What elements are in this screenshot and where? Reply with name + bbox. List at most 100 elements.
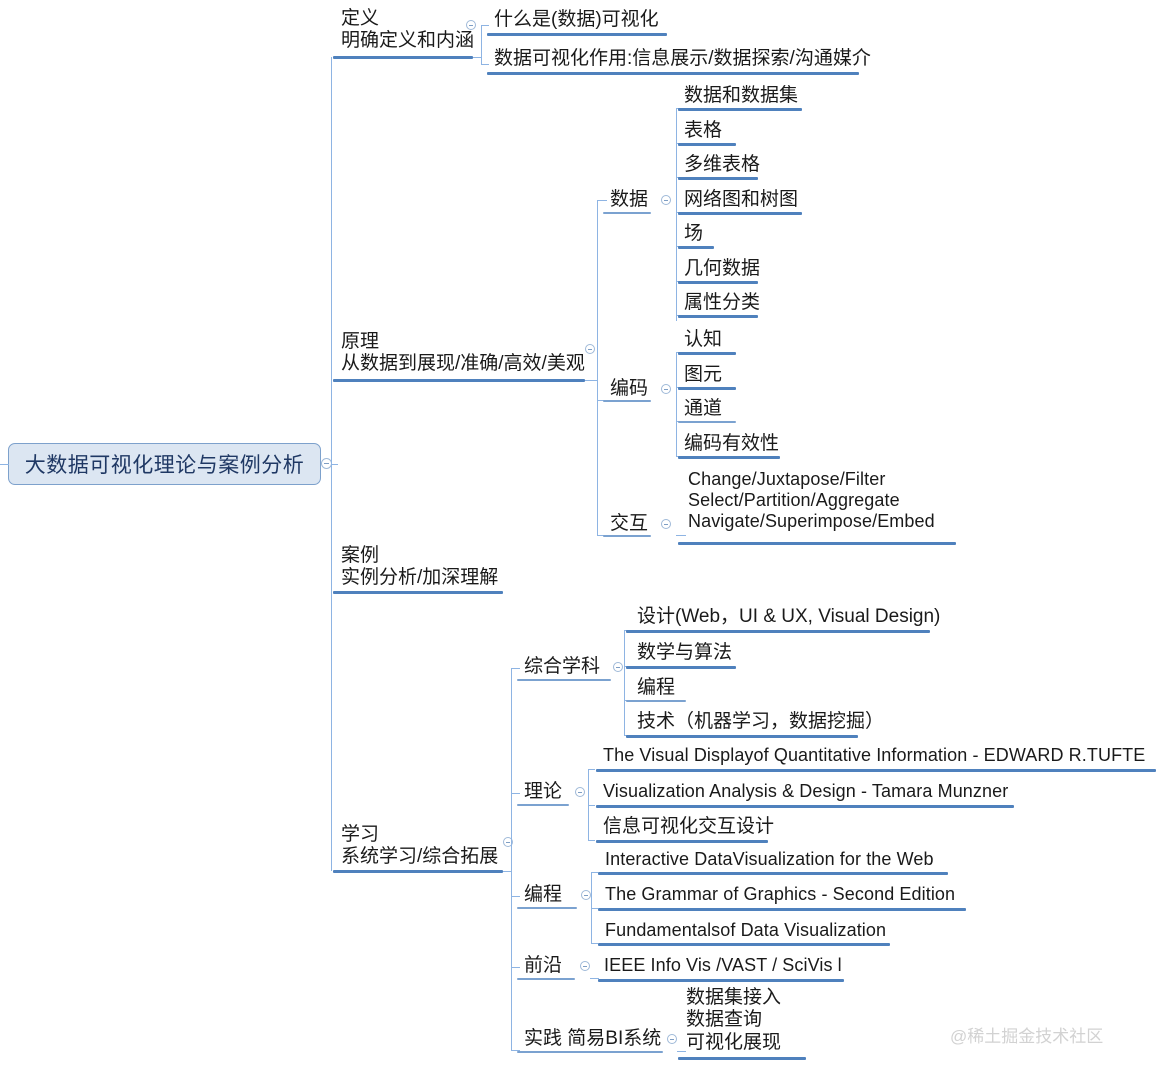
node-programming-child-0[interactable]: Interactive DataVisualization for the We… — [605, 849, 934, 870]
branch-study-label[interactable]: 学习 系统学习/综合拓展 — [341, 824, 498, 869]
group-disciplines-label[interactable]: 综合学科 — [524, 656, 600, 678]
node-programming-child-1[interactable]: The Grammar of Graphics - Second Edition — [605, 884, 955, 905]
node-definition-child-0[interactable]: 什么是(数据)可视化 — [494, 9, 659, 31]
node-data-child-5[interactable]: 几何数据 — [684, 258, 760, 280]
group-frontier-label[interactable]: 前沿 — [524, 955, 562, 977]
node-label: 数据可视化作用:信息展示/数据探索/沟通媒介 — [494, 48, 871, 69]
node-encoding-child-3[interactable]: 编码有效性 — [684, 433, 779, 455]
trunk-theory-children — [588, 769, 589, 840]
node-definition-child-1[interactable]: 数据可视化作用:信息展示/数据探索/沟通媒介 — [494, 48, 871, 70]
underline-encoding-child-0 — [678, 352, 736, 355]
node-theory-child-1[interactable]: Visualization Analysis & Design - Tamara… — [603, 781, 1008, 802]
connector-root-trunk — [0, 464, 9, 465]
node-programming-child-2[interactable]: Fundamentalsof Data Visualization — [605, 920, 886, 941]
principle-collapse-toggle[interactable] — [585, 344, 595, 354]
node-label: The Grammar of Graphics - Second Edition — [605, 884, 956, 904]
group-disciplines-collapse-toggle[interactable] — [613, 662, 623, 672]
branch-cases-label[interactable]: 案例 实例分析/加深理解 — [341, 545, 498, 590]
node-label: 数据和数据集 — [684, 85, 799, 106]
trunk-definition-children — [481, 25, 482, 65]
underline-definition-child-1 — [487, 72, 859, 75]
node-data-child-4[interactable]: 场 — [684, 223, 703, 245]
trunk-encoding-children — [676, 352, 677, 456]
node-data-child-2[interactable]: 多维表格 — [684, 154, 760, 176]
node-disciplines-child-2[interactable]: 编程 — [637, 677, 675, 699]
node-label: 表格 — [684, 120, 723, 141]
underline-group-disciplines — [517, 679, 611, 681]
node-label: 数据 — [610, 189, 649, 210]
connector-principle-group-2 — [597, 535, 607, 536]
node-interaction-children[interactable]: Change/Juxtapose/Filter Select/Partition… — [688, 469, 935, 533]
node-label: 理论 — [524, 781, 563, 802]
underline-data-child-1 — [678, 143, 736, 146]
branch-study-title: 学习 — [341, 824, 380, 845]
node-label: 前沿 — [524, 955, 563, 976]
group-programming-label[interactable]: 编程 — [524, 884, 562, 906]
watermark: @稀土掘金技术社区 — [950, 1027, 1104, 1046]
group-encoding-collapse-toggle[interactable] — [661, 384, 671, 394]
node-disciplines-child-1[interactable]: 数学与算法 — [637, 642, 732, 664]
node-data-child-3[interactable]: 网络图和树图 — [684, 189, 798, 211]
group-interaction-label[interactable]: 交互 — [610, 513, 648, 535]
node-data-child-6[interactable]: 属性分类 — [684, 292, 760, 314]
node-label: 数据查询 — [686, 1009, 763, 1031]
connector-definition-child-1 — [481, 64, 489, 65]
branch-definition-label[interactable]: 定义 明确定义和内涵 — [341, 8, 474, 53]
trunk-study-groups — [511, 668, 512, 1050]
underline-disciplines-child-0 — [626, 630, 930, 633]
node-label: 实践 简易BI系统 — [524, 1028, 662, 1049]
connector-practice-out — [677, 1051, 686, 1052]
group-frontier-collapse-toggle[interactable] — [580, 961, 590, 971]
connector-root-out — [332, 464, 338, 465]
underline-cases — [333, 591, 503, 594]
underline-group-data — [603, 212, 651, 214]
node-disciplines-child-3[interactable]: 技术（机器学习，数据挖掘） — [637, 711, 884, 733]
node-data-child-1[interactable]: 表格 — [684, 120, 722, 142]
underline-data-child-2 — [678, 177, 758, 180]
node-label: IEEE Info Vis /VAST / SciVis l — [604, 955, 842, 975]
underline-data-child-5 — [678, 281, 758, 284]
connector-definition-child-0 — [481, 25, 489, 26]
node-theory-child-0[interactable]: The Visual Displayof Quantitative Inform… — [603, 745, 1145, 766]
node-label: 技术（机器学习，数据挖掘） — [637, 711, 885, 732]
group-theory-label[interactable]: 理论 — [524, 781, 562, 803]
node-label: 多维表格 — [684, 154, 761, 175]
group-interaction-collapse-toggle[interactable] — [661, 519, 671, 529]
group-practice-collapse-toggle[interactable] — [667, 1034, 677, 1044]
group-data-collapse-toggle[interactable] — [661, 195, 671, 205]
group-data-label[interactable]: 数据 — [610, 189, 648, 211]
node-theory-child-2[interactable]: 信息可视化交互设计 — [603, 816, 774, 838]
node-label: Visualization Analysis & Design - Tamara… — [603, 781, 1009, 801]
node-label: 编程 — [637, 677, 676, 698]
group-programming-collapse-toggle[interactable] — [581, 890, 591, 900]
node-encoding-child-1[interactable]: 图元 — [684, 364, 722, 386]
study-collapse-toggle[interactable] — [503, 837, 513, 847]
node-label: 属性分类 — [684, 292, 761, 313]
node-label: Navigate/Superimpose/Embed — [688, 511, 935, 532]
node-practice-children[interactable]: 数据集接入 数据查询 可视化展现 — [686, 987, 781, 1054]
underline-programming-child-2 — [598, 943, 890, 946]
connector-study-group-1 — [511, 793, 520, 794]
node-data-child-0[interactable]: 数据和数据集 — [684, 85, 798, 107]
definition-collapse-toggle[interactable] — [466, 20, 476, 30]
underline-group-programming — [517, 907, 577, 909]
underline-theory-child-1 — [596, 805, 1014, 808]
branch-principle-label[interactable]: 原理 从数据到展现/准确/高效/美观 — [341, 331, 585, 376]
group-theory-collapse-toggle[interactable] — [575, 787, 585, 797]
group-practice-label[interactable]: 实践 简易BI系统 — [524, 1028, 661, 1050]
connector-principle-out — [585, 380, 597, 381]
node-frontier-child-0[interactable]: IEEE Info Vis /VAST / SciVis l — [604, 955, 842, 976]
node-disciplines-child-0[interactable]: 设计(Web，UI & UX, Visual Design) — [637, 606, 940, 628]
connector-study-group-3 — [511, 967, 520, 968]
root-node[interactable]: 大数据可视化理论与案例分析 — [8, 443, 321, 485]
node-label: 数据集接入 — [686, 987, 782, 1008]
node-label: 认知 — [684, 329, 723, 350]
node-label: 数学与算法 — [637, 642, 733, 663]
group-encoding-label[interactable]: 编码 — [610, 378, 648, 400]
underline-study — [333, 870, 503, 873]
node-encoding-child-0[interactable]: 认知 — [684, 329, 722, 351]
node-encoding-child-2[interactable]: 通道 — [684, 398, 722, 420]
trunk-main — [331, 57, 332, 590]
branch-principle-subtitle: 从数据到展现/准确/高效/美观 — [341, 353, 585, 375]
root-label: 大数据可视化理论与案例分析 — [24, 454, 305, 477]
